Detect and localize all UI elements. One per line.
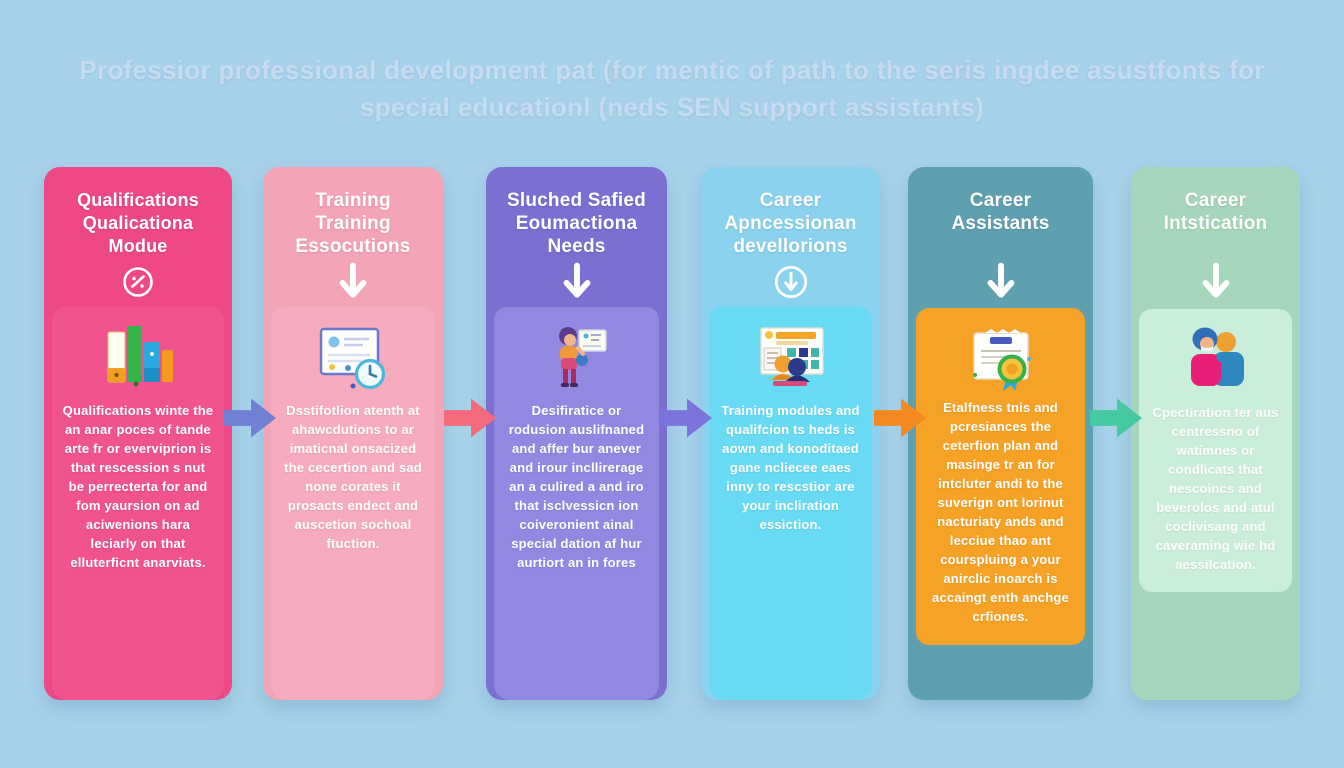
page-title: Professior professional development pat …: [0, 52, 1344, 126]
person-with-card-icon: [535, 323, 619, 393]
step-detail-card: Desifiratice or rodusion auslifnaned and…: [494, 307, 659, 700]
column-title: Training Training Essocutions: [263, 189, 443, 261]
down-arrow-icon: [908, 262, 1093, 301]
column-title: Sluched Safied Eoumactiona Needs: [486, 189, 667, 261]
column-title-line: Modue: [108, 236, 168, 256]
column-title-line: Career: [1184, 190, 1247, 211]
column-title: Career Assistants: [908, 189, 1093, 261]
certificate-clock-icon: [311, 323, 395, 393]
certificate-badge-icon: [959, 324, 1043, 394]
step-description: Qualifications winte the an anar poces o…: [62, 403, 214, 570]
column-title-line: Sluched Safied: [506, 190, 646, 211]
step-description: Dsstifotlion atenth at ahawcdutions to a…: [284, 403, 422, 551]
step-description: Etalfness tnis and pcresiances the ceter…: [932, 400, 1069, 624]
step-detail-card: Qualifications winte the an anar poces o…: [52, 307, 224, 700]
down-arrow-icon: [486, 262, 667, 301]
column-title-line: Needs: [547, 236, 606, 257]
step-detail-card: Etalfness tnis and pcresiances the ceter…: [916, 308, 1085, 645]
step-description: Cpectiration ter aus centressno of watim…: [1152, 405, 1279, 572]
page-title-line1: Professior professional development pat …: [79, 55, 1265, 85]
column-title-line: Qualicationa: [82, 213, 194, 233]
column-title-line: Intstication: [1163, 213, 1268, 234]
column-title-line: Apncessionan: [724, 213, 857, 234]
column-title-line: Essocutions: [295, 236, 411, 257]
column-title-line: Career: [969, 190, 1032, 211]
column-title: Career Intstication: [1131, 189, 1300, 261]
step-description: Training modules and qualifcion ts heds …: [721, 403, 860, 532]
column-title-line: Training: [315, 213, 391, 234]
step-column-educational-needs: Sluched Safied Eoumactiona Needs: [486, 167, 667, 700]
column-title: Qualifications Qualicationa Modue: [44, 189, 232, 261]
column-title-line: Assistants: [951, 213, 1050, 234]
dashboard-people-icon: [749, 323, 833, 393]
column-title-line: Eoumactiona: [515, 213, 638, 234]
column-title-line: Qualifications: [77, 190, 199, 210]
page-title-line2: special educationl (neds SEN support ass…: [359, 92, 985, 122]
stacked-books-icon: [96, 323, 180, 393]
circled-check-icon: [44, 263, 232, 301]
circled-down-arrow-icon: [701, 263, 880, 301]
two-people-icon: [1174, 325, 1258, 395]
step-column-career-integration: Career Intstication Cpectiration ter: [1131, 167, 1300, 700]
step-column-career-assistants: Career Assistants: [908, 167, 1093, 700]
column-title-line: devellorions: [733, 236, 848, 257]
column-title-line: Training: [315, 190, 391, 211]
step-detail-card: Cpectiration ter aus centressno of watim…: [1139, 309, 1292, 592]
step-column-training: Training Training Essocutions: [263, 167, 443, 700]
step-detail-card: Training modules and qualifcion ts heds …: [709, 307, 872, 700]
step-detail-card: Dsstifotlion atenth at ahawcdutions to a…: [271, 307, 435, 700]
step-column-career-progression: Career Apncessionan devellorions: [701, 167, 880, 700]
down-arrow-icon: [263, 262, 443, 301]
down-arrow-icon: [1131, 262, 1300, 301]
column-title-line: Career: [759, 190, 822, 211]
column-title: Career Apncessionan devellorions: [701, 189, 880, 261]
step-column-qualifications: Qualifications Qualicationa Modue: [44, 167, 232, 700]
step-description: Desifiratice or rodusion auslifnaned and…: [508, 403, 645, 570]
